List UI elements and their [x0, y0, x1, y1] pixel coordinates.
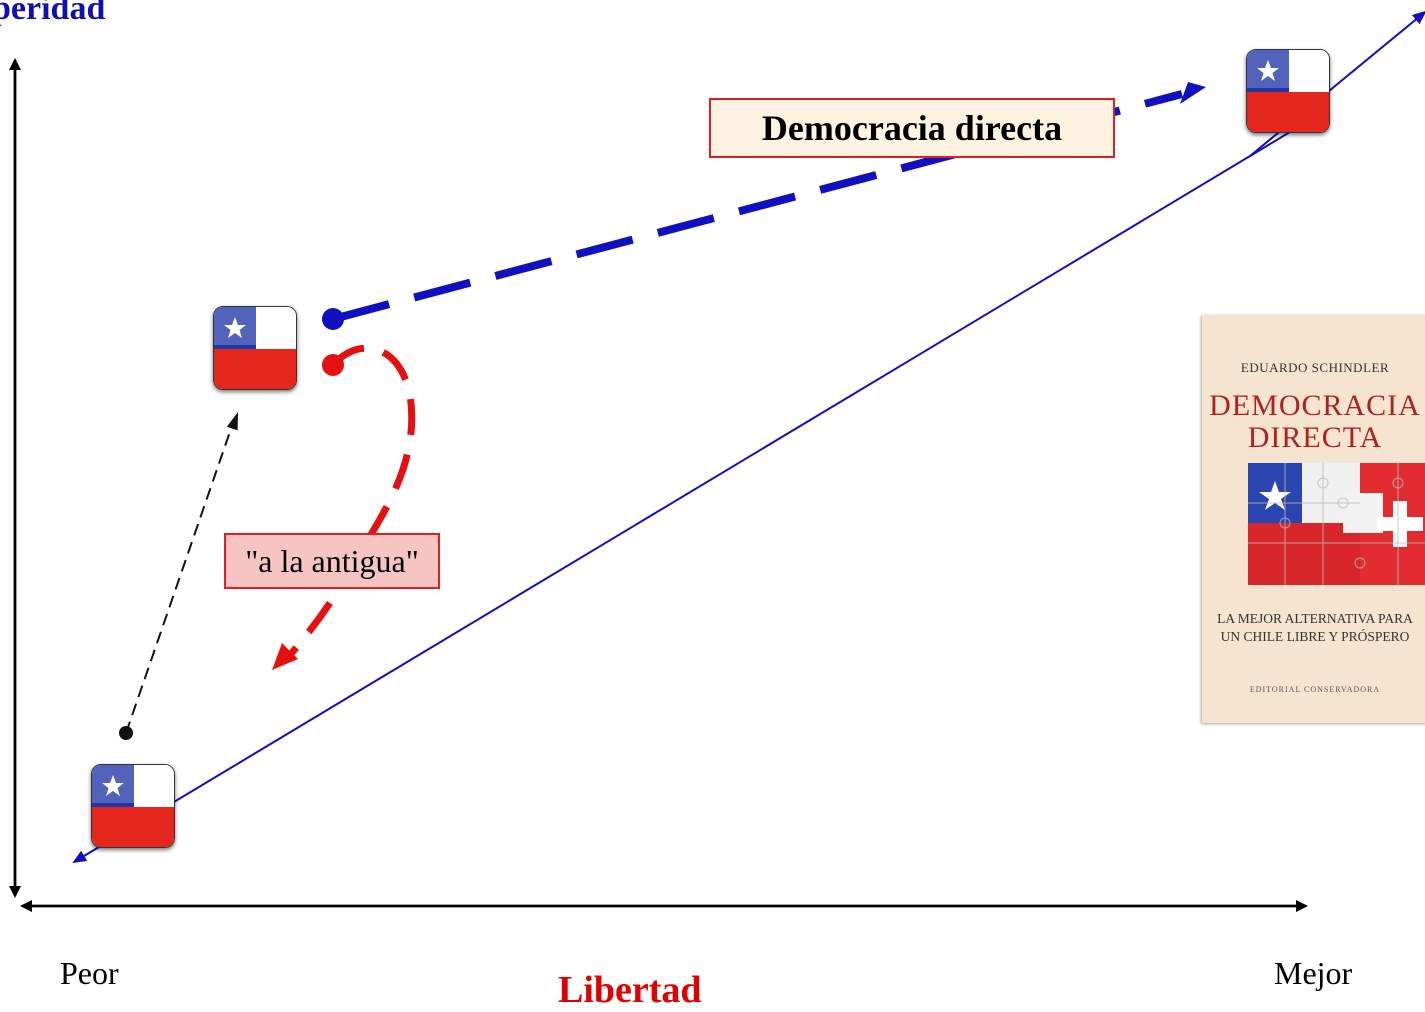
book-author: EDUARDO SCHINDLER: [1240, 360, 1390, 375]
red-dashed-arrow: [287, 344, 416, 658]
book-subtitle-line2: UN CHILE LIBRE Y PRÓSPERO: [1220, 629, 1410, 644]
book-title-line1: DEMOCRACIA: [1209, 389, 1421, 422]
diagonal-line: [72, 119, 1311, 864]
chile-flag-icon: [1246, 49, 1330, 133]
chile-flag-icon: [91, 764, 175, 848]
book-cover: EDUARDO SCHINDLER DEMOCRACIA DIRECTA LA …: [1202, 315, 1425, 723]
book-subtitle-line1: LA MEJOR ALTERNATIVA PARA: [1217, 611, 1413, 626]
y-axis-label: peridad: [0, 0, 106, 27]
chile-flag-icon: [213, 306, 297, 390]
book-title-line2: DIRECTA: [1247, 421, 1383, 454]
black-dashed-arrow: [125, 419, 235, 734]
old-way-box: "a la antigua": [224, 533, 440, 589]
direct-democracy-box: Democracia directa: [709, 98, 1115, 158]
x-axis-min-label: Peor: [60, 955, 119, 991]
puzzle-flags-image: [1248, 463, 1425, 598]
x-axis-label: Libertad: [558, 969, 702, 1011]
x-axis-max-label: Mejor: [1274, 955, 1353, 991]
blue-dashed-arrow: [331, 90, 1184, 323]
book-publisher: EDITORIAL CONSERVADORA: [1249, 685, 1381, 694]
